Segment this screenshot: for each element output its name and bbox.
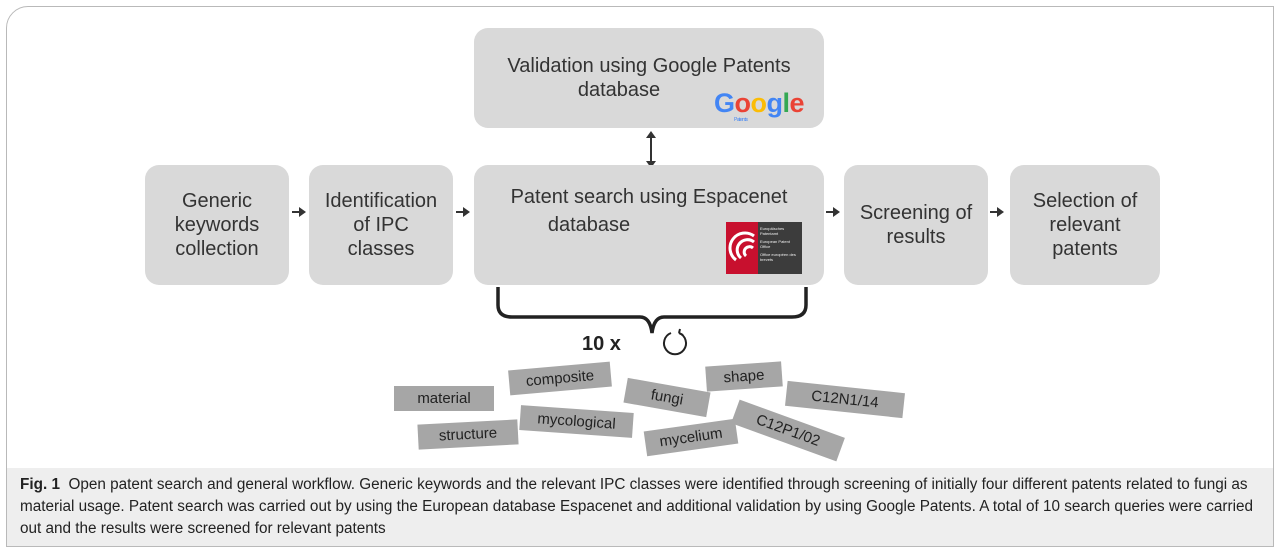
search-label-line1: Patent search using Espacenet xyxy=(510,186,788,208)
arrow-ipc-to-search xyxy=(456,207,470,217)
keyword-tag: shape xyxy=(705,361,783,392)
ipc-label-line3: classes xyxy=(347,238,415,260)
generic-keywords-box: Generic keywords collection xyxy=(145,165,289,285)
selection-label-line1: Selection of xyxy=(1032,190,1138,212)
keyword-tag: material xyxy=(394,386,494,411)
selection-box: Selection of relevant patents xyxy=(1010,165,1160,285)
generic-label-line3: collection xyxy=(175,238,259,260)
validation-label-line2: database xyxy=(577,79,661,101)
epo-text: Europäisches Patentamt European Patent O… xyxy=(758,222,802,274)
ipc-label-line2: of IPC xyxy=(353,214,409,236)
generic-label-line1: Generic xyxy=(181,190,253,212)
epo-text-line2: European Patent Office xyxy=(759,239,790,249)
validation-search-arrow xyxy=(646,131,656,168)
caption-text: Open patent search and general workflow.… xyxy=(20,476,1254,537)
screening-label-line2: results xyxy=(886,226,946,248)
caption-label: Fig. 1 xyxy=(20,476,60,493)
figure-frame xyxy=(6,6,1274,547)
cycle-icon xyxy=(663,328,687,356)
google-logo: Google Patents xyxy=(714,88,805,124)
arrow-screening-to-selection xyxy=(990,207,1004,217)
epo-text-line3: Office européen des brevets xyxy=(759,252,796,262)
iteration-brace xyxy=(496,287,808,334)
validation-label-line1: Validation using Google Patents xyxy=(507,55,791,77)
ipc-label-line1: Identification xyxy=(324,190,438,212)
epo-text-line1: Europäisches Patentamt xyxy=(759,226,785,236)
selection-label-line2: relevant xyxy=(1049,214,1121,236)
figure-caption: Fig. 1 Open patent search and general wo… xyxy=(20,474,1260,540)
screening-box: Screening of results xyxy=(844,165,988,285)
google-logo-subtitle: Patents xyxy=(734,117,748,123)
epo-mark-icon xyxy=(726,222,758,274)
arrow-generic-to-ipc xyxy=(292,207,306,217)
selection-label-line3: patents xyxy=(1052,238,1118,260)
ipc-classes-box: Identification of IPC classes xyxy=(309,165,453,285)
keyword-tag: structure xyxy=(417,419,519,450)
search-label-line2: database xyxy=(547,214,631,236)
iteration-count: 10 x xyxy=(582,333,621,355)
patent-search-box: Patent search using Espacenet database E… xyxy=(474,165,824,285)
screening-label-line1: Screening of xyxy=(859,202,973,224)
validation-box: Validation using Google Patents database… xyxy=(474,28,824,128)
arrow-search-to-screening xyxy=(826,207,840,217)
espacenet-logo: Europäisches Patentamt European Patent O… xyxy=(726,222,802,274)
generic-label-line2: keywords xyxy=(174,214,260,236)
caption-background xyxy=(7,468,1273,546)
